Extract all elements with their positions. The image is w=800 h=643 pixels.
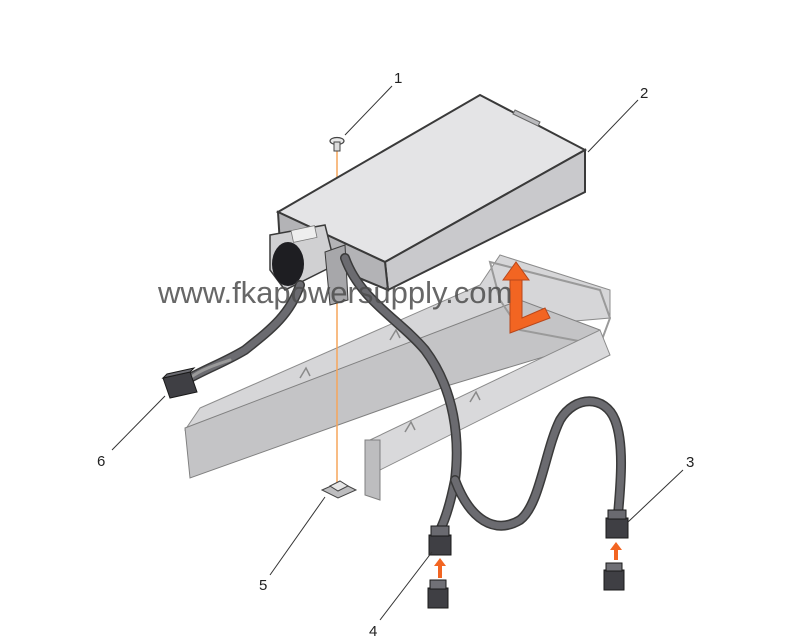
- lift-arrow-head: [502, 261, 530, 281]
- psu-handle-ridge: [512, 109, 541, 127]
- connector-3-plug-top: [607, 509, 627, 520]
- psu-cables: [185, 253, 626, 535]
- connector-3-socket: [603, 569, 625, 591]
- leader-5: [269, 496, 326, 576]
- screw-receptacle: [320, 480, 358, 499]
- callout-4: 4: [369, 623, 377, 640]
- receptacle-top: [328, 480, 350, 492]
- lift-arrow-icon: [502, 261, 551, 334]
- chassis-tray: [184, 254, 612, 501]
- connector-4-socket-top: [429, 579, 447, 590]
- psu-power-inlet: [272, 242, 304, 286]
- connector-6-top: [161, 367, 196, 379]
- connector-4-socket: [427, 587, 449, 609]
- connector-3-socket-top: [605, 562, 623, 572]
- connector-4-arrow: [434, 558, 446, 578]
- leader-2: [587, 99, 639, 153]
- connector-3-plug: [605, 517, 629, 539]
- power-supply-unit: [269, 93, 588, 306]
- tray-front-foot: [364, 439, 381, 501]
- tray-notch: [299, 366, 311, 379]
- connector-4-plug: [428, 534, 452, 556]
- callout-5: 5: [259, 577, 267, 594]
- tray-notch: [389, 328, 401, 341]
- screw-icon: [329, 136, 345, 152]
- leader-6: [111, 395, 166, 451]
- leader-1: [344, 85, 393, 136]
- cable-connector-icon: [161, 367, 629, 609]
- cable-main-down-fill: [341, 254, 461, 534]
- callout-2: 2: [640, 85, 648, 102]
- screw-shank: [333, 141, 341, 152]
- callout-leaders: [111, 85, 684, 621]
- tray-notch: [469, 390, 481, 403]
- connector-4-plug-top: [430, 525, 450, 537]
- cable-loop-to-connector-3-fill: [451, 397, 625, 530]
- leader-3: [627, 469, 684, 523]
- connector-3-arrow: [610, 542, 622, 560]
- callout-1: 1: [394, 70, 402, 87]
- callout-3: 3: [686, 454, 694, 471]
- tray-notch: [404, 420, 416, 433]
- leader-4: [379, 551, 433, 621]
- watermark: www.fkapowersupply.com: [157, 275, 512, 310]
- callout-6: 6: [97, 453, 105, 470]
- cable-wire-bundle-6: [188, 358, 232, 380]
- psu-label-plate: [290, 225, 318, 243]
